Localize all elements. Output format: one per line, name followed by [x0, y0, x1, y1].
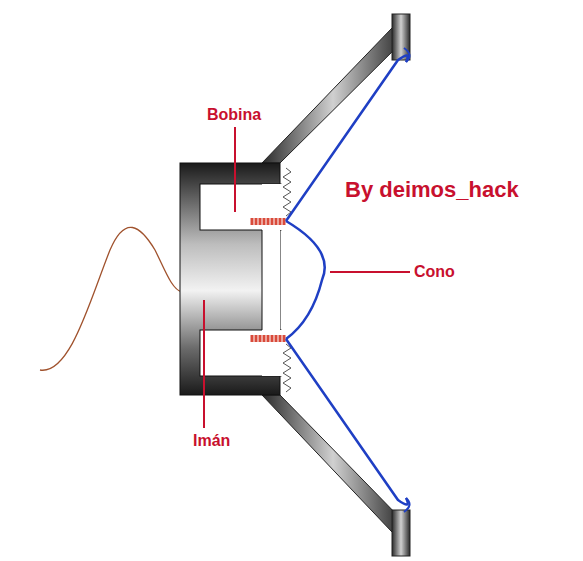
voice-coil	[250, 335, 286, 342]
surround	[404, 498, 410, 512]
wire	[40, 227, 182, 370]
spider	[283, 344, 291, 392]
voice-coil	[250, 218, 286, 225]
frame-rim	[392, 510, 410, 556]
frame-bar	[262, 395, 404, 532]
cone	[286, 339, 408, 505]
leader-line	[203, 300, 205, 428]
surround	[404, 48, 410, 62]
dust-cap	[286, 221, 325, 339]
part-label: Bobina	[207, 107, 261, 123]
pole-face	[262, 230, 263, 330]
part-label: Cono	[414, 264, 455, 280]
leader-line	[330, 271, 410, 273]
watermark: By deimos_hack	[345, 179, 519, 201]
pole-clear	[262, 230, 280, 330]
frame-bar	[262, 28, 404, 163]
leader-line	[234, 127, 236, 212]
frame-rim	[392, 14, 410, 60]
spider	[283, 168, 291, 216]
part-label: Imán	[193, 433, 230, 449]
